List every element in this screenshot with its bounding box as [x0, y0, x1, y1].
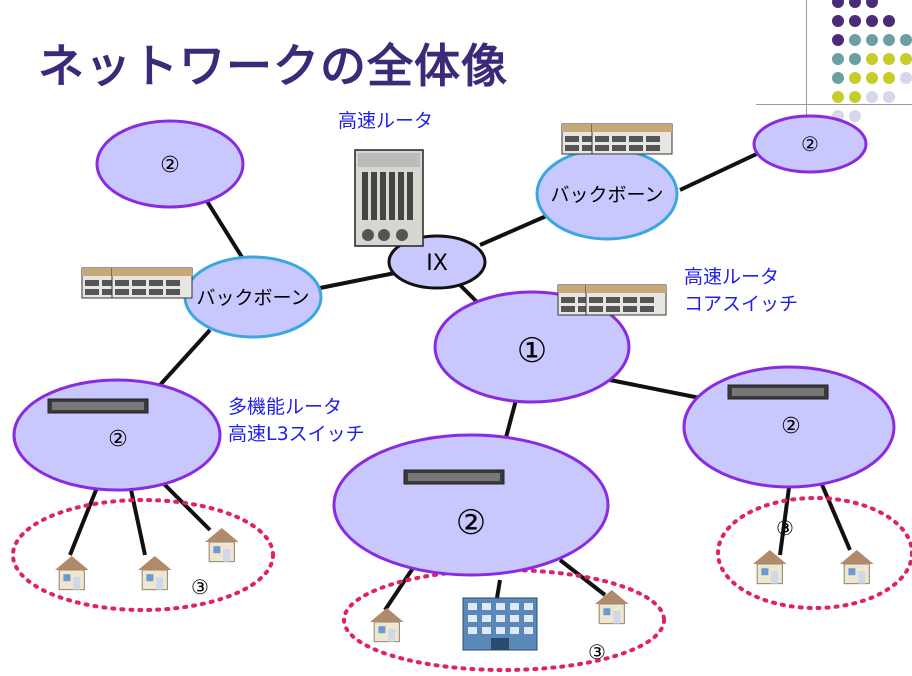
region-label-top-left: ② — [160, 153, 180, 178]
decor-dot — [849, 72, 861, 84]
region-label-top-right: ② — [801, 132, 819, 156]
label-fast-router-top: 高速ルータ — [338, 110, 434, 132]
decor-dot — [883, 15, 895, 27]
high-speed-router-device — [354, 149, 424, 247]
decor-dot — [832, 53, 844, 65]
decor-dot — [832, 0, 844, 8]
local-label-left: ③ — [191, 575, 209, 599]
right-switch-device — [727, 384, 829, 400]
decor-dot — [849, 0, 861, 8]
backbone-right-device — [561, 123, 673, 155]
regional-nodes — [12, 114, 896, 577]
region-label-center: ② — [456, 503, 486, 543]
page-title: ネットワークの全体像 — [38, 39, 508, 93]
node-center-region — [332, 433, 610, 577]
decor-dot — [883, 34, 895, 46]
decor-dot — [849, 53, 861, 65]
node-core — [433, 290, 631, 404]
backbone-left-label: バックボーン — [196, 287, 309, 309]
label-fast-router-right-line1: 高速ルータ — [684, 266, 780, 288]
decor-dot — [849, 15, 861, 27]
decor-dot — [832, 72, 844, 84]
region-label-left: ② — [108, 427, 128, 452]
label-l3-switch: 高速L3スイッチ — [228, 423, 365, 445]
decor-dot — [866, 91, 878, 103]
node-top-left-region — [95, 119, 245, 209]
office-building-icon — [462, 597, 538, 651]
label-core-switch: コアスイッチ — [684, 293, 799, 315]
label-multi-router: 多機能ルータ 高速L3スイッチ — [228, 394, 365, 448]
backbone-right-label: バックボーン — [550, 184, 663, 206]
decor-dot — [866, 72, 878, 84]
ix-label: IX — [426, 251, 448, 276]
backbone-nodes — [183, 147, 679, 339]
local-label-right: ③ — [776, 516, 794, 540]
decor-dot — [849, 91, 861, 103]
backbone-left-device — [81, 267, 193, 299]
decor-dot — [866, 34, 878, 46]
decor-dot — [849, 34, 861, 46]
label-multi-router-line1: 多機能ルータ — [228, 396, 343, 418]
center-switch-device — [403, 469, 505, 485]
decor-dot — [866, 0, 878, 8]
decor-dot — [900, 72, 912, 84]
decor-dot — [900, 34, 912, 46]
region-label-right: ② — [781, 414, 801, 439]
node-top-right-region — [752, 114, 868, 174]
decor-dot — [849, 110, 861, 122]
decor-dot — [832, 15, 844, 27]
decor-dot — [883, 91, 895, 103]
core-label: ① — [517, 331, 547, 371]
decor-dot — [832, 91, 844, 103]
node-ix — [387, 234, 487, 290]
core-device — [557, 284, 667, 316]
local-label-center: ③ — [588, 640, 606, 664]
decor-dot — [866, 15, 878, 27]
label-fast-router-right: 高速ルータ コアスイッチ — [684, 264, 798, 318]
decor-dot — [900, 53, 912, 65]
decor-dot — [832, 34, 844, 46]
decor-dot — [883, 53, 895, 65]
decor-dot — [883, 72, 895, 84]
left-switch-device — [47, 398, 149, 414]
decor-dot — [866, 53, 878, 65]
